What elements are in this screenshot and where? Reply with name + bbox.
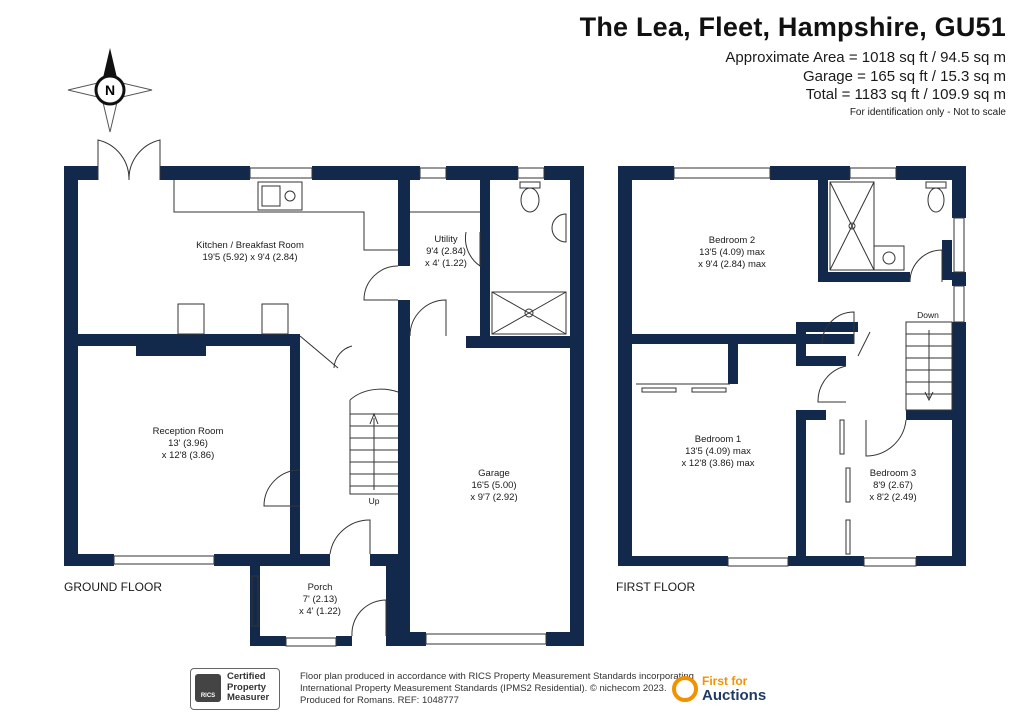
stairs-down-label: Down (917, 310, 939, 320)
rics-line2: Property (227, 681, 267, 693)
first-floor-label: FIRST FLOOR (616, 580, 695, 594)
garage-area: Garage = 165 sq ft / 15.3 sq m (802, 68, 1006, 85)
bedroom1-dims2: x 12'8 (3.86) max (681, 458, 754, 469)
footer-text: Floor plan produced in accordance with R… (300, 671, 694, 707)
utility-dims1: 9'4 (2.84) (426, 246, 466, 257)
bedroom3-name: Bedroom 3 (870, 468, 916, 479)
reception-dims2: x 12'8 (3.86) (162, 450, 215, 461)
utility-name: Utility (434, 234, 457, 245)
bedroom3-dims2: x 8'2 (2.49) (869, 492, 916, 503)
brand-line2: Auctions (702, 687, 767, 704)
rics-badge-text: RICS (200, 693, 216, 699)
bedroom2-dims1: 13'5 (4.09) max (699, 247, 765, 258)
total-area: Total = 1183 sq ft / 109.9 sq m (805, 86, 1006, 103)
footer-line2: International Property Measurement Stand… (300, 683, 667, 694)
rics-certification: Certified Property Measurer (227, 671, 270, 704)
page-title: The Lea, Fleet, Hampshire, GU51 (579, 12, 1006, 42)
footer-line1: Floor plan produced in accordance with R… (300, 671, 694, 682)
brand-ring-icon (672, 676, 698, 702)
garage-dims2: x 9'7 (2.92) (470, 492, 517, 503)
ground-floor-plan (64, 166, 584, 646)
rics-line3: Measurer (227, 692, 270, 703)
first-floor-plan (618, 166, 966, 566)
compass-label: N (105, 82, 115, 98)
bedroom3-dims1: 8'9 (2.67) (873, 480, 913, 491)
footer-line3: Produced for Romans. REF: 1048777 (300, 695, 459, 706)
kitchen-dims: 19'5 (5.92) x 9'4 (2.84) (203, 252, 298, 263)
rics-badge: RICS Certified Property Measurer (190, 668, 280, 710)
ground-floor-details (97, 139, 567, 647)
disclaimer: For identification only - Not to scale (849, 107, 1006, 118)
first-floor-details (636, 167, 965, 567)
approx-area: Approximate Area = 1018 sq ft / 94.5 sq … (725, 49, 1006, 66)
garage-name: Garage (478, 468, 510, 479)
reception-dims1: 13' (3.96) (168, 438, 208, 449)
kitchen-name: Kitchen / Breakfast Room (196, 240, 304, 251)
porch-dims2: x 4' (1.22) (299, 606, 341, 617)
brand-logo: First for Auctions (672, 674, 772, 706)
brand-line1: First for (702, 674, 748, 688)
bedroom1-dims1: 13'5 (4.09) max (685, 446, 751, 457)
stairs-up-label: Up (369, 496, 380, 506)
garage-dims1: 16'5 (5.00) (471, 480, 516, 491)
rics-logo-icon: RICS (195, 674, 221, 702)
porch-dims1: 7' (2.13) (303, 594, 338, 605)
bedroom2-dims2: x 9'4 (2.84) max (698, 259, 766, 270)
bedroom1-name: Bedroom 1 (695, 434, 741, 445)
ground-floor-label: GROUND FLOOR (64, 580, 162, 594)
compass-icon: N (67, 48, 153, 133)
utility-dims2: x 4' (1.22) (425, 258, 467, 269)
reception-name: Reception Room (153, 426, 224, 437)
porch-name: Porch (308, 582, 333, 593)
rics-line1: Certified (227, 671, 266, 682)
bedroom2-name: Bedroom 2 (709, 235, 755, 246)
